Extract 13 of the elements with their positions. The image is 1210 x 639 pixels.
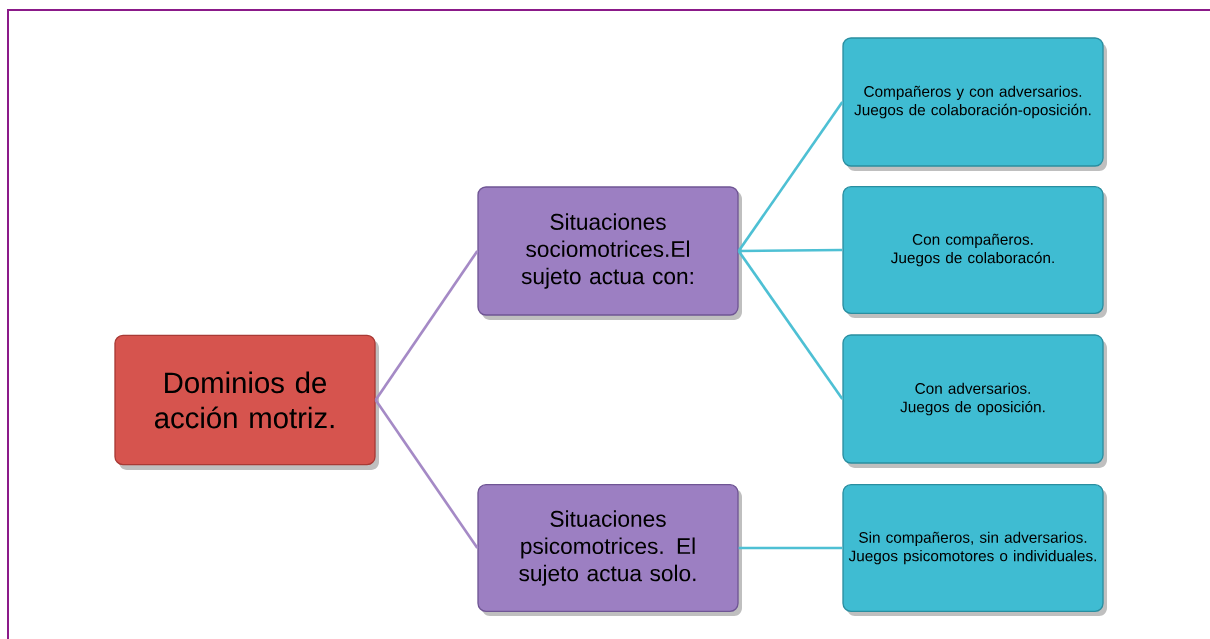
connector-line [374,399,479,549]
text-box: Situaciones psicomotrices. El sujeto actua solo. [477,484,739,612]
text-box: Con adversarios. Juegos de oposición. [842,334,1104,464]
text-box: Situaciones sociomotrices.El sujeto actua con: [477,186,739,316]
connector-line [737,250,844,400]
text-box: Sin compañeros, sin adversarios. Juegos psicomotores o individuales. [842,484,1104,612]
connector-line [737,101,844,252]
connector-line [738,546,843,550]
connector-line [374,250,479,401]
text-box: Dominios de acción motriz. [114,334,376,466]
connector-line [738,248,843,253]
text-box: Compañeros y con adversarios. Juegos de colaboración-oposición. [842,37,1104,167]
text-box: Con compañeros. Juegos de colaboracón. [842,186,1104,314]
